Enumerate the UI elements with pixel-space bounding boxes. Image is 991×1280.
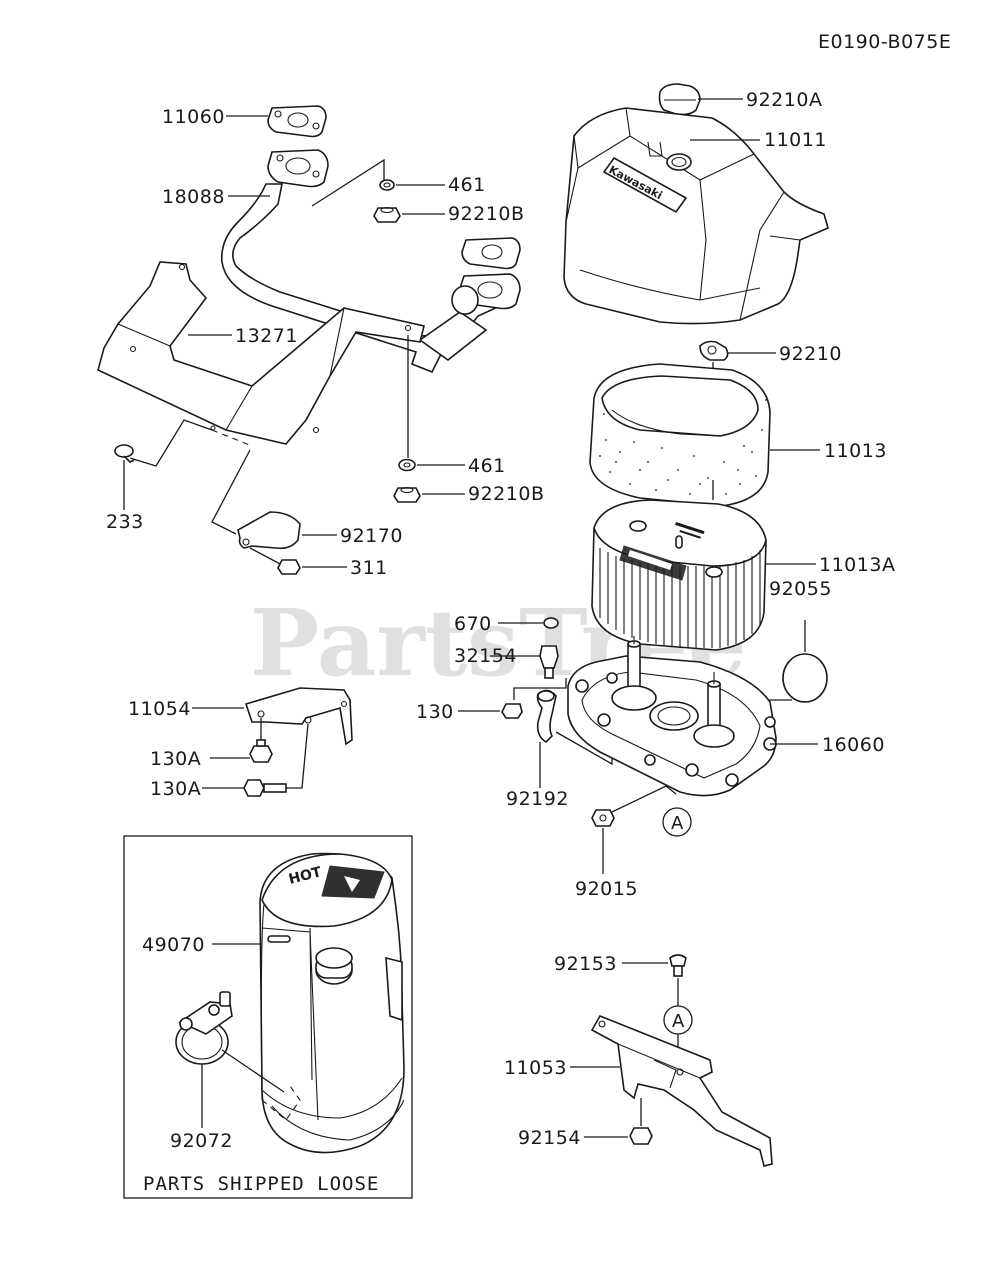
label-92210A[interactable]: 92210A: [746, 89, 822, 111]
paper-element-11013A[interactable]: [591, 499, 767, 651]
label-92055[interactable]: 92055: [769, 578, 832, 600]
label-92154[interactable]: 92154: [518, 1127, 581, 1149]
exhaust-gasket-right[interactable]: [461, 237, 521, 270]
svg-text:A: A: [671, 813, 684, 834]
svg-text:HOT: HOT: [287, 864, 323, 888]
box-caption: PARTS SHIPPED LOOSE: [143, 1173, 379, 1195]
label-92210B-bottom[interactable]: 92210B: [468, 483, 544, 505]
nut-311[interactable]: [277, 559, 301, 575]
bolt-92154[interactable]: [629, 1127, 653, 1145]
breather-hose-92192[interactable]: [536, 689, 557, 744]
screw-92153[interactable]: [669, 954, 687, 977]
label-461-bottom[interactable]: 461: [468, 455, 506, 477]
bracket-11054[interactable]: [244, 687, 353, 746]
wing-nut-92210A[interactable]: [658, 83, 701, 116]
pre-cleaner-foam-11013[interactable]: [589, 363, 771, 507]
parts-shipped-loose-box: PARTS SHIPPED LOOSE: [123, 835, 413, 1199]
label-130A-upper[interactable]: 130A: [150, 748, 201, 770]
label-233[interactable]: 233: [106, 511, 144, 533]
muffler-49070[interactable]: HOT: [259, 852, 405, 1154]
label-49070[interactable]: 49070: [142, 934, 205, 956]
label-11060[interactable]: 11060: [162, 106, 225, 128]
washer-670[interactable]: [543, 617, 559, 629]
heat-shield-13271[interactable]: [97, 261, 425, 445]
label-92153[interactable]: 92153: [554, 953, 617, 975]
muffler-clamp-92072[interactable]: [175, 991, 233, 1065]
clamp-92170[interactable]: [237, 511, 301, 550]
nut-92210B-bottom[interactable]: [393, 486, 421, 503]
label-11013[interactable]: 11013: [824, 440, 887, 462]
label-92015[interactable]: 92015: [575, 878, 638, 900]
lock-washer-461-bottom[interactable]: [398, 458, 416, 472]
svg-text:A: A: [672, 1011, 685, 1032]
exhaust-pipe-18088[interactable]: [221, 149, 521, 374]
label-92210[interactable]: 92210: [779, 343, 842, 365]
label-11013A[interactable]: 11013A: [819, 554, 895, 576]
label-92170[interactable]: 92170: [340, 525, 403, 547]
label-32154[interactable]: 32154: [454, 645, 517, 667]
label-130[interactable]: 130: [416, 701, 454, 723]
nut-92210B-top[interactable]: [373, 206, 401, 223]
label-11011[interactable]: 11011: [764, 129, 827, 151]
label-461-top[interactable]: 461: [448, 174, 486, 196]
label-13271[interactable]: 13271: [235, 325, 298, 347]
label-130A-lower[interactable]: 130A: [150, 778, 201, 800]
air-cleaner-cover-11011[interactable]: Kawasaki: [563, 107, 829, 325]
o-ring-92055[interactable]: [782, 653, 828, 703]
label-18088[interactable]: 18088: [162, 186, 225, 208]
label-11053[interactable]: 11053: [504, 1057, 567, 1079]
label-92072[interactable]: 92072: [170, 1130, 233, 1152]
bolt-130[interactable]: [501, 703, 523, 719]
lock-washer-461-top[interactable]: [379, 179, 395, 191]
reference-callout-a-upper: A: [662, 807, 692, 837]
bolt-130A-lower[interactable]: [243, 779, 287, 797]
bolt-130A-upper[interactable]: [249, 739, 273, 763]
bracket-11053[interactable]: [590, 1014, 773, 1167]
label-16060[interactable]: 16060: [822, 734, 885, 756]
label-92210B-top[interactable]: 92210B: [448, 203, 524, 225]
label-11054[interactable]: 11054: [128, 698, 191, 720]
air-cleaner-base-16060[interactable]: [567, 636, 777, 797]
wing-nut-92210[interactable]: [699, 340, 729, 361]
nut-92015[interactable]: [591, 809, 615, 827]
label-92192[interactable]: 92192: [506, 788, 569, 810]
diagram-code: E0190-B075E: [818, 31, 951, 53]
bolt-233[interactable]: [114, 444, 135, 463]
reference-callout-a-lower: A: [663, 1005, 693, 1035]
label-670[interactable]: 670: [454, 613, 492, 635]
exhaust-gasket-11060[interactable]: [267, 105, 327, 138]
label-311[interactable]: 311: [350, 557, 388, 579]
